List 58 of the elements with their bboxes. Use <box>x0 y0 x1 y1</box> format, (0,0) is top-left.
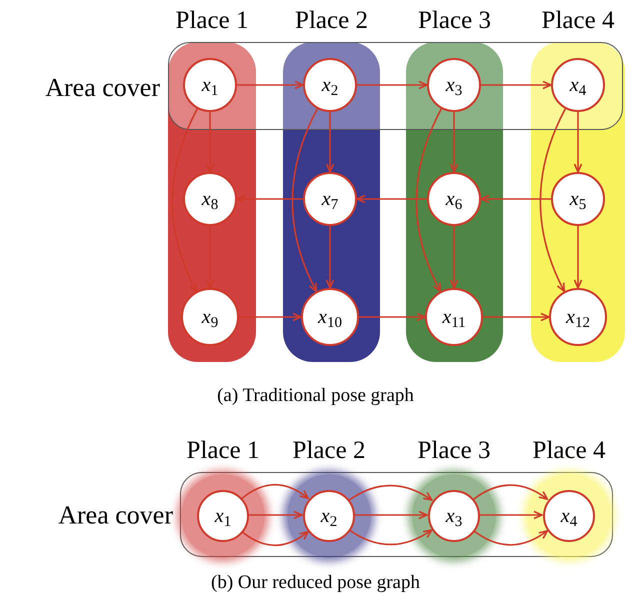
arrow <box>450 112 458 173</box>
pose-node: x$_{10}$ <box>301 288 359 346</box>
arrow <box>206 226 214 289</box>
arrow <box>239 312 302 322</box>
pose-node: x$_{4}$ <box>543 490 595 542</box>
place-heading: Place 2 <box>295 6 368 36</box>
arrow <box>481 80 552 90</box>
arrow <box>450 226 458 289</box>
arrow <box>206 112 214 173</box>
pose-node: x$_{1}$ <box>183 58 237 112</box>
pose-node: x$_{7}$ <box>303 172 357 226</box>
caption: (b) Our reduced pose graph <box>210 571 421 595</box>
pose-node: x$_{6}$ <box>427 172 481 226</box>
arrow <box>348 529 433 546</box>
arrow <box>574 112 582 173</box>
arrow <box>172 108 198 292</box>
pose-node: x$_{2}$ <box>303 58 357 112</box>
arrow <box>248 510 303 520</box>
caption: (a) Traditional pose graph <box>216 384 415 408</box>
arrow <box>242 530 309 546</box>
pose-node: x$_{3}$ <box>427 58 481 112</box>
pose-node: x$_{2}$ <box>303 490 355 542</box>
place-heading: Place 2 <box>292 436 366 466</box>
pose-node: x$_{12}$ <box>549 288 607 346</box>
place-heading: Place 1 <box>176 6 248 36</box>
pose-node: x$_{9}$ <box>181 288 239 346</box>
arrow <box>348 484 433 501</box>
pose-node: x$_{5}$ <box>551 172 605 226</box>
arrow <box>326 112 334 173</box>
place-heading: Place 3 <box>418 6 491 36</box>
place-heading: Place 4 <box>532 436 606 466</box>
arrow <box>574 226 582 289</box>
arrow <box>479 510 543 520</box>
arrow <box>359 312 426 322</box>
arrow <box>483 312 550 322</box>
arrow <box>473 484 548 500</box>
arrow <box>237 80 304 90</box>
pose-node: x$_{3}$ <box>428 490 480 542</box>
area-label: Area cover <box>45 72 160 104</box>
place-heading: Place 4 <box>542 6 614 36</box>
arrow <box>236 194 303 204</box>
arrow <box>480 194 551 204</box>
arrow <box>292 108 318 292</box>
place-heading: Place 1 <box>186 436 260 466</box>
arrow <box>357 80 428 90</box>
pose-node: x$_{4}$ <box>551 58 605 112</box>
pose-node: x$_{8}$ <box>183 172 237 226</box>
arrow <box>416 108 442 292</box>
pose-node: x$_{1}$ <box>197 490 249 542</box>
arrow <box>540 108 566 292</box>
arrow <box>356 194 427 204</box>
arrow <box>326 226 334 289</box>
arrow <box>354 510 428 520</box>
arrow <box>242 484 309 500</box>
place-heading: Place 3 <box>418 436 490 466</box>
arrow <box>473 530 548 546</box>
area-label: Area cover <box>58 499 173 531</box>
pose-node: x$_{11}$ <box>425 288 483 346</box>
